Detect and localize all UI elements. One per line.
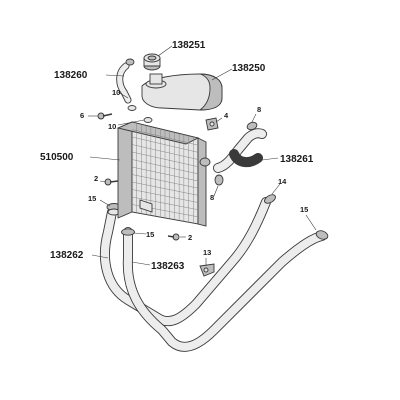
callout-clamp-15-mid: 15	[146, 230, 154, 239]
lower-hose-138262	[100, 197, 271, 327]
leader-lines	[88, 45, 317, 266]
upper-hose-138261	[213, 128, 267, 173]
radiator-fin-horizontal	[131, 189, 199, 203]
radiator-fin-horizontal	[131, 144, 199, 160]
washer-10-top	[127, 105, 137, 111]
callout-clamp-15-right: 15	[300, 205, 308, 214]
callout-clamp-15-left: 15	[88, 194, 96, 203]
clamp-14	[264, 194, 276, 204]
clamp-8-top	[246, 121, 258, 131]
bolt-2-left	[104, 178, 119, 186]
callout-clamp-14: 14	[278, 177, 287, 186]
callout-clamp-8-top: 8	[257, 105, 261, 114]
callout-bolt-2-right: 2	[188, 233, 192, 242]
callout-bolt-4: 4	[224, 111, 229, 120]
bolt-2-right	[167, 233, 180, 241]
callout-510500: 510500	[40, 152, 74, 163]
callout-bolt-2-left: 2	[94, 174, 98, 183]
callout-labels: 138251 138260 138250 6 10 10 510500 4 8 …	[40, 40, 314, 272]
radiator-fin-horizontal	[131, 136, 199, 153]
callout-138260: 138260	[54, 70, 88, 81]
callout-138261: 138261	[280, 154, 314, 165]
callout-138251: 138251	[172, 40, 206, 51]
clamp-15-left	[106, 203, 122, 216]
lower-hose-138263	[122, 227, 327, 352]
reservoir-hose-138260	[116, 58, 135, 104]
radiator-fin-horizontal	[131, 159, 199, 175]
callout-clamp-8-bottom: 8	[210, 193, 214, 202]
callout-138250: 138250	[232, 63, 266, 74]
radiator-fin-horizontal	[131, 129, 199, 146]
clamp-15-mid	[121, 228, 135, 236]
callout-washer-10-top: 10	[112, 88, 120, 97]
callout-138262: 138262	[50, 250, 84, 261]
radiator-fin-horizontal	[131, 166, 199, 182]
callout-washer-10-mid: 10	[108, 122, 116, 131]
callout-138263: 138263	[151, 261, 185, 272]
reservoir-138250	[141, 73, 223, 111]
bolt-4-bracket	[205, 117, 219, 131]
radiator-fin-horizontal	[131, 196, 199, 210]
screw-6	[97, 112, 113, 120]
clamp-8-bottom	[214, 174, 224, 186]
radiator-510500	[116, 121, 211, 227]
radiator-fin-horizontal	[131, 181, 199, 196]
reservoir-cap-138251	[143, 53, 161, 71]
washer-10-mid	[143, 117, 153, 123]
callout-clip-13: 13	[203, 248, 211, 257]
radiator-fin-horizontal	[131, 151, 199, 167]
clip-13	[199, 263, 215, 277]
callout-screw-6: 6	[80, 111, 84, 120]
clamp-15-right	[315, 230, 329, 240]
radiator-fin-horizontal	[131, 174, 199, 189]
